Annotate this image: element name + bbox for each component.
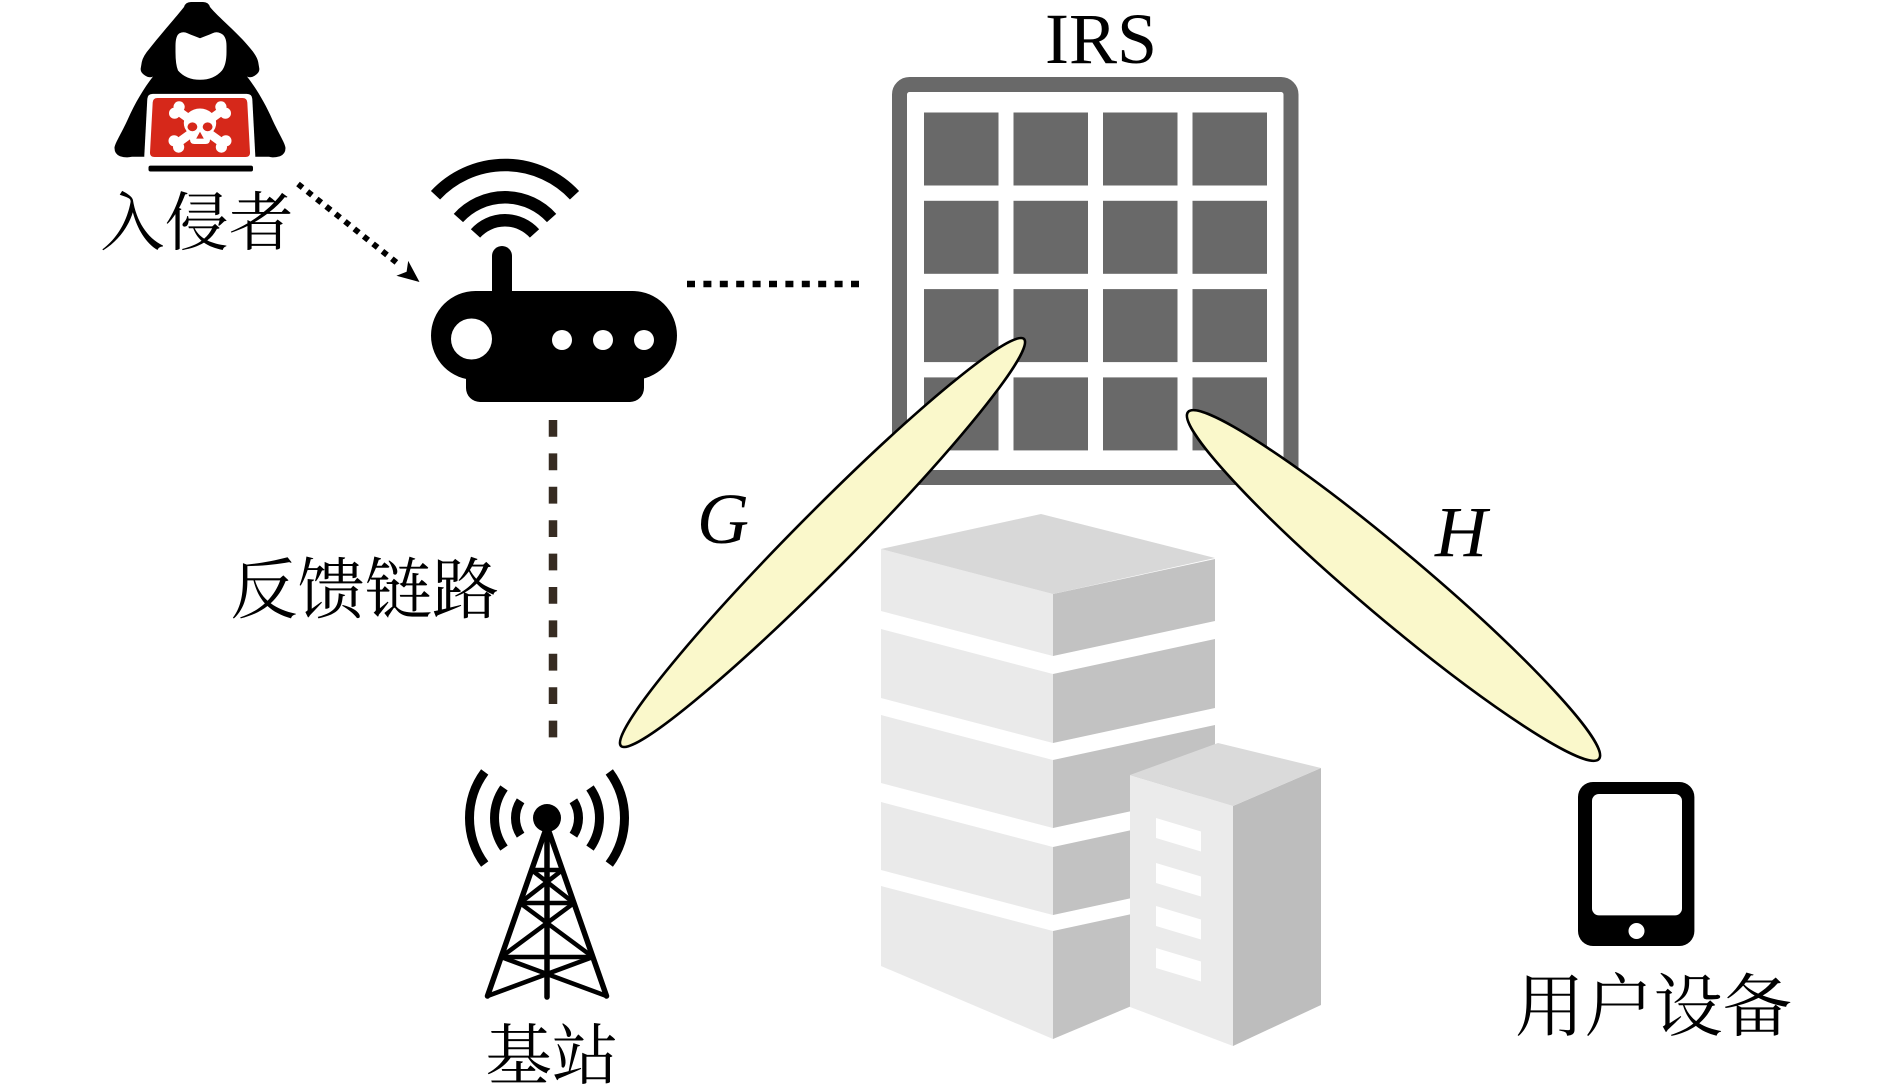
svg-text:IRS: IRS: [1045, 0, 1157, 79]
svg-text:H: H: [1434, 492, 1491, 572]
svg-text:G: G: [697, 479, 749, 559]
